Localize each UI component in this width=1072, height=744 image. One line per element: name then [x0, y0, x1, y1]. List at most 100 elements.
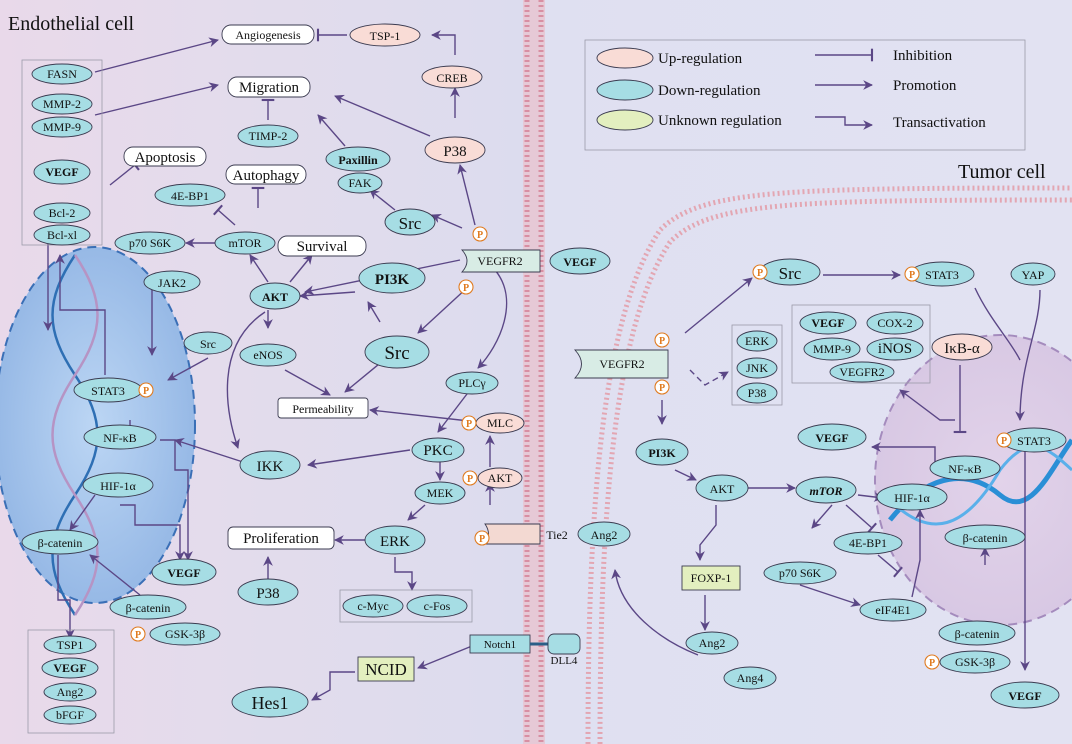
- tumor-jnk-label: JNK: [746, 361, 768, 375]
- endo-vegf-label: VEGF: [45, 165, 78, 179]
- tumor-eif4e1-label: eIF4E1: [875, 603, 910, 617]
- node-ncid-label: NCID: [365, 660, 407, 679]
- tumor-mtor-label: mTOR: [809, 484, 842, 498]
- node-pi3k: PI3K: [358, 262, 426, 294]
- endo-bclxl-label: Bcl-xl: [47, 228, 78, 242]
- node-stat3: STAT3: [73, 377, 143, 403]
- node-enos: eNOS: [239, 343, 297, 367]
- tumor-akt: AKT: [695, 474, 749, 502]
- survival-label: Survival: [297, 239, 348, 255]
- endo-bfgf-label: bFGF: [56, 708, 84, 722]
- node-cmyc: c-Myc: [342, 594, 404, 618]
- node-hes1: Hes1: [231, 686, 309, 718]
- phospho-t1: P: [757, 268, 763, 279]
- phospho-t4: P: [659, 383, 665, 394]
- dll4-label: DLL4: [551, 655, 578, 667]
- phospho-6: P: [479, 534, 485, 545]
- legend-down-swatch: [596, 79, 654, 101]
- node-nfkb: NF-κB: [83, 424, 157, 450]
- node-ikk: IKK: [239, 450, 301, 480]
- node-mek: MEK: [414, 481, 466, 505]
- node-fak-label: FAK: [348, 176, 371, 190]
- tumor-bcatenin-nuc-label: β-catenin: [963, 531, 1008, 545]
- tumor-box-inos: iNOS: [866, 337, 924, 361]
- permeability-label: Permeability: [292, 402, 353, 416]
- tumor-foxp1-label: FOXP-1: [691, 571, 732, 585]
- legend-inhibition-label: Inhibition: [893, 48, 953, 64]
- legend-up-label: Up-regulation: [658, 51, 743, 67]
- angiogenesis-box: Angiogenesis: [221, 24, 315, 45]
- node-fak: FAK: [337, 172, 383, 194]
- ang2-ligand: [577, 521, 631, 547]
- node-p38-low: P38: [237, 578, 299, 606]
- vegfr2-endo-label: VEGFR2: [477, 254, 522, 268]
- tumor-box-cox2: COX-2: [866, 311, 924, 335]
- legend-up-swatch: [596, 47, 654, 69]
- node-hes1-label: Hes1: [252, 693, 289, 713]
- tumor-bcatenin-nuc: β-catenin: [944, 524, 1026, 550]
- tumor-box-vegf-label: VEGF: [811, 316, 844, 330]
- node-cfos: c-Fos: [406, 594, 468, 618]
- node-p38-up-label: P38: [443, 144, 466, 160]
- tumor-pi3k-label: PI3K: [648, 446, 676, 460]
- endo-mmp9-label: MMP-9: [43, 120, 81, 134]
- proliferation-label: Proliferation: [243, 531, 319, 547]
- phospho-markers-endo: P P P P P P P: [130, 226, 490, 642]
- phospho-3: P: [143, 386, 149, 397]
- endo-tsp1-label: TSP1: [57, 638, 84, 652]
- apoptosis-box: Apoptosis: [123, 146, 207, 167]
- tumor-box-vegfr2: VEGFR2: [829, 361, 895, 383]
- endo-fasn-label: FASN: [47, 67, 77, 81]
- tumor-ang4-label: Ang4: [737, 671, 764, 685]
- node-akt: AKT: [249, 282, 301, 310]
- apoptosis-label: Apoptosis: [135, 150, 196, 166]
- tumor-vegfr2-label: VEGFR2: [599, 357, 644, 371]
- node-akt2: AKT: [477, 467, 523, 489]
- endo-bottom-box: [27, 629, 115, 734]
- tumor-4ebp1: 4E-BP1: [833, 531, 903, 555]
- tumor-4ebp1-label: 4E-BP1: [849, 536, 887, 550]
- endo-ang2: Ang2: [43, 682, 97, 702]
- tumor-bcatenin-label: β-catenin: [955, 627, 1000, 641]
- tumor-vegf-bottom: VEGF: [990, 681, 1060, 709]
- tumor-gsk: GSK-3β: [939, 650, 1011, 674]
- node-erk-label: ERK: [380, 534, 410, 550]
- tumor-src: Src: [759, 258, 821, 286]
- phospho-2: P: [463, 283, 469, 294]
- node-vegf-nuc-label: VEGF: [167, 566, 200, 580]
- endo-fasn: FASN: [31, 63, 93, 85]
- node-pkc-label: PKC: [423, 443, 452, 459]
- angiogenesis-label: Angiogenesis: [235, 28, 301, 42]
- node-tsp1: TSP-1: [349, 23, 421, 47]
- tumor-box-mmp9-label: MMP-9: [813, 342, 851, 356]
- tumor-stat3-label: STAT3: [925, 268, 959, 282]
- legend-transactivation-label: Transactivation: [893, 115, 986, 131]
- node-p70s6k-label: p70 S6K: [129, 236, 172, 250]
- node-p70s6k: p70 S6K: [114, 231, 186, 255]
- tumor-vegf-bottom-label: VEGF: [1008, 689, 1041, 703]
- tumor-box-vegfr2-label: VEGFR2: [839, 365, 884, 379]
- tumor-erk: ERK: [736, 330, 778, 352]
- node-paxillin: Paxillin: [325, 146, 391, 172]
- proliferation-box: Proliferation: [227, 526, 335, 550]
- phospho-markers-tumor: P P P P P P: [654, 264, 1012, 670]
- legend-unknown-label: Unknown regulation: [658, 113, 782, 129]
- tumor-nfkb: NF-κB: [929, 455, 1001, 481]
- endo-ang2-label: Ang2: [57, 685, 84, 699]
- node-nfkb-label: NF-κB: [103, 431, 136, 445]
- node-vegf-nuc: VEGF: [151, 558, 217, 586]
- tumor-ang2: Ang2: [685, 631, 739, 655]
- phospho-7: P: [135, 630, 141, 641]
- node-ikk-label: IKK: [257, 459, 284, 475]
- phospho-t2: P: [909, 270, 915, 281]
- tumor-title: Tumor cell: [958, 161, 1046, 183]
- tumor-nfkb-label: NF-κB: [948, 462, 981, 476]
- phospho-t3: P: [659, 336, 665, 347]
- node-enos-label: eNOS: [253, 348, 282, 362]
- node-src-a: Src: [384, 208, 436, 236]
- node-akt2-label: AKT: [488, 471, 513, 485]
- tumor-hif1a-label: HIF-1α: [894, 491, 930, 505]
- node-src-a-label: Src: [399, 214, 422, 233]
- node-mlc-label: MLC: [487, 416, 513, 430]
- node-plcg-main-label: PLCγ: [458, 376, 486, 390]
